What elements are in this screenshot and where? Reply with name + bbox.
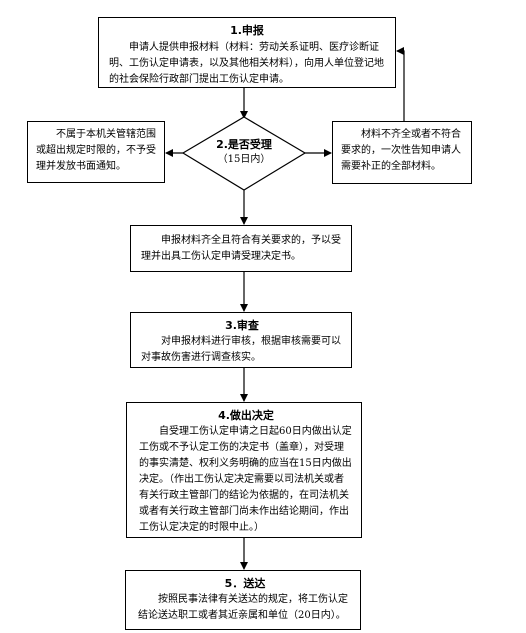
step-reject-box: 不属于本机关管辖范围或超出规定时限的，不予受理并发放书面通知。 [27,121,165,183]
step-review-box: 3.审查 对申报材料进行审核，根据审核需要可以对事故伤害进行调查核实。 [130,312,352,368]
step-deliver-box: 5．送达 按照民事法律有关送达的规定，将工伤认定结论送达职工或者其近亲属和单位（… [125,570,361,630]
step-decide-title: 4.做出决定 [218,409,274,422]
step-accepted-box: 申报材料齐全且符合有关要求的，予以受理并出具工伤认定申请受理决定书。 [130,225,352,272]
step-accept-title: 2.是否受理 [216,138,272,151]
step-decide-text: 自受理工伤认定申请之日起60日内做出认定工伤或不予认定工伤的决定书（盖章），对受… [139,426,352,533]
step-accept-label: 2.是否受理 （15日内） [189,136,299,167]
step-reject-text: 不属于本机关管辖范围或超出规定时限的，不予受理并发放书面通知。 [36,129,156,172]
step-apply-text: 申请人提供申报材料（材料：劳动关系证明、医疗诊断证明、工伤认定申请表，以及其他相… [109,42,384,85]
step-review-title: 3.审查 [225,319,259,332]
step-apply-title: 1.申报 [230,24,264,37]
step-incomplete-text: 材料不齐全或者不符合要求的，一次性告知申请人需要补正的全部材料。 [341,129,461,172]
step-review-text: 对申报材料进行审核，根据审核需要可以对事故伤害进行调查核实。 [141,336,341,363]
step-apply-box: 1.申报 申请人提供申报材料（材料：劳动关系证明、医疗诊断证明、工伤认定申请表，… [98,17,396,88]
step-decide-box: 4.做出决定 自受理工伤认定申请之日起60日内做出认定工伤或不予认定工伤的决定书… [126,402,362,538]
step-accept-sub: （15日内） [217,154,271,165]
step-deliver-title: 5．送达 [224,577,266,590]
step-incomplete-box: 材料不齐全或者不符合要求的，一次性告知申请人需要补正的全部材料。 [332,121,472,184]
arrow-incomplete-to-apply [396,47,405,121]
step-accepted-text: 申报材料齐全且符合有关要求的，予以受理并出具工伤认定申请受理决定书。 [141,235,341,262]
accept-decision-diamond [181,116,307,191]
step-deliver-text: 按照民事法律有关送达的规定，将工伤认定结论送达职工或者其近亲属和单位（20日内）… [138,594,348,621]
